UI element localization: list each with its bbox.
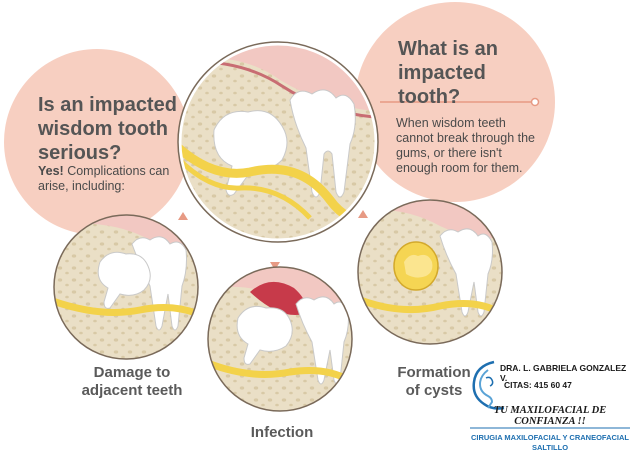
clinic-slogan: TU MAXILOFACIAL DE CONFIANZA !! [493,405,607,427]
caption-cysts: Formation of cysts [397,364,471,399]
right-answer: When wisdom teeth cannot break through t… [396,116,535,175]
left-answer-text: Complications can arise, including: [38,164,170,193]
right-question: What is an impacted tooth? [398,38,499,108]
pointer-triangles [178,210,368,270]
clinic-logo [472,360,505,410]
caption-infection: Infection [250,424,314,441]
left-answer: Yes! Complications can arise, including: [38,164,188,194]
clinic-phone: CITAS: 415 60 47 [504,380,572,390]
clinic-specialty: CIRUGIA MAXILOFACIAL Y CRANEOFACIAL [470,433,630,442]
left-question: Is an impacted wisdom tooth serious? [38,94,177,164]
clinic-city: SALTILLO [531,443,569,452]
left-question-bubble [4,49,190,235]
main-tooth-circle [180,44,376,240]
infection-circle [208,267,352,411]
caption-damage: Damage to adjacent teeth [81,364,183,399]
left-answer-lead: Yes! [38,164,64,178]
clinic-name: DRA. L. GABRIELA GONZALEZ V. [500,363,627,383]
damage-circle [54,215,198,359]
cysts-circle [358,200,502,344]
